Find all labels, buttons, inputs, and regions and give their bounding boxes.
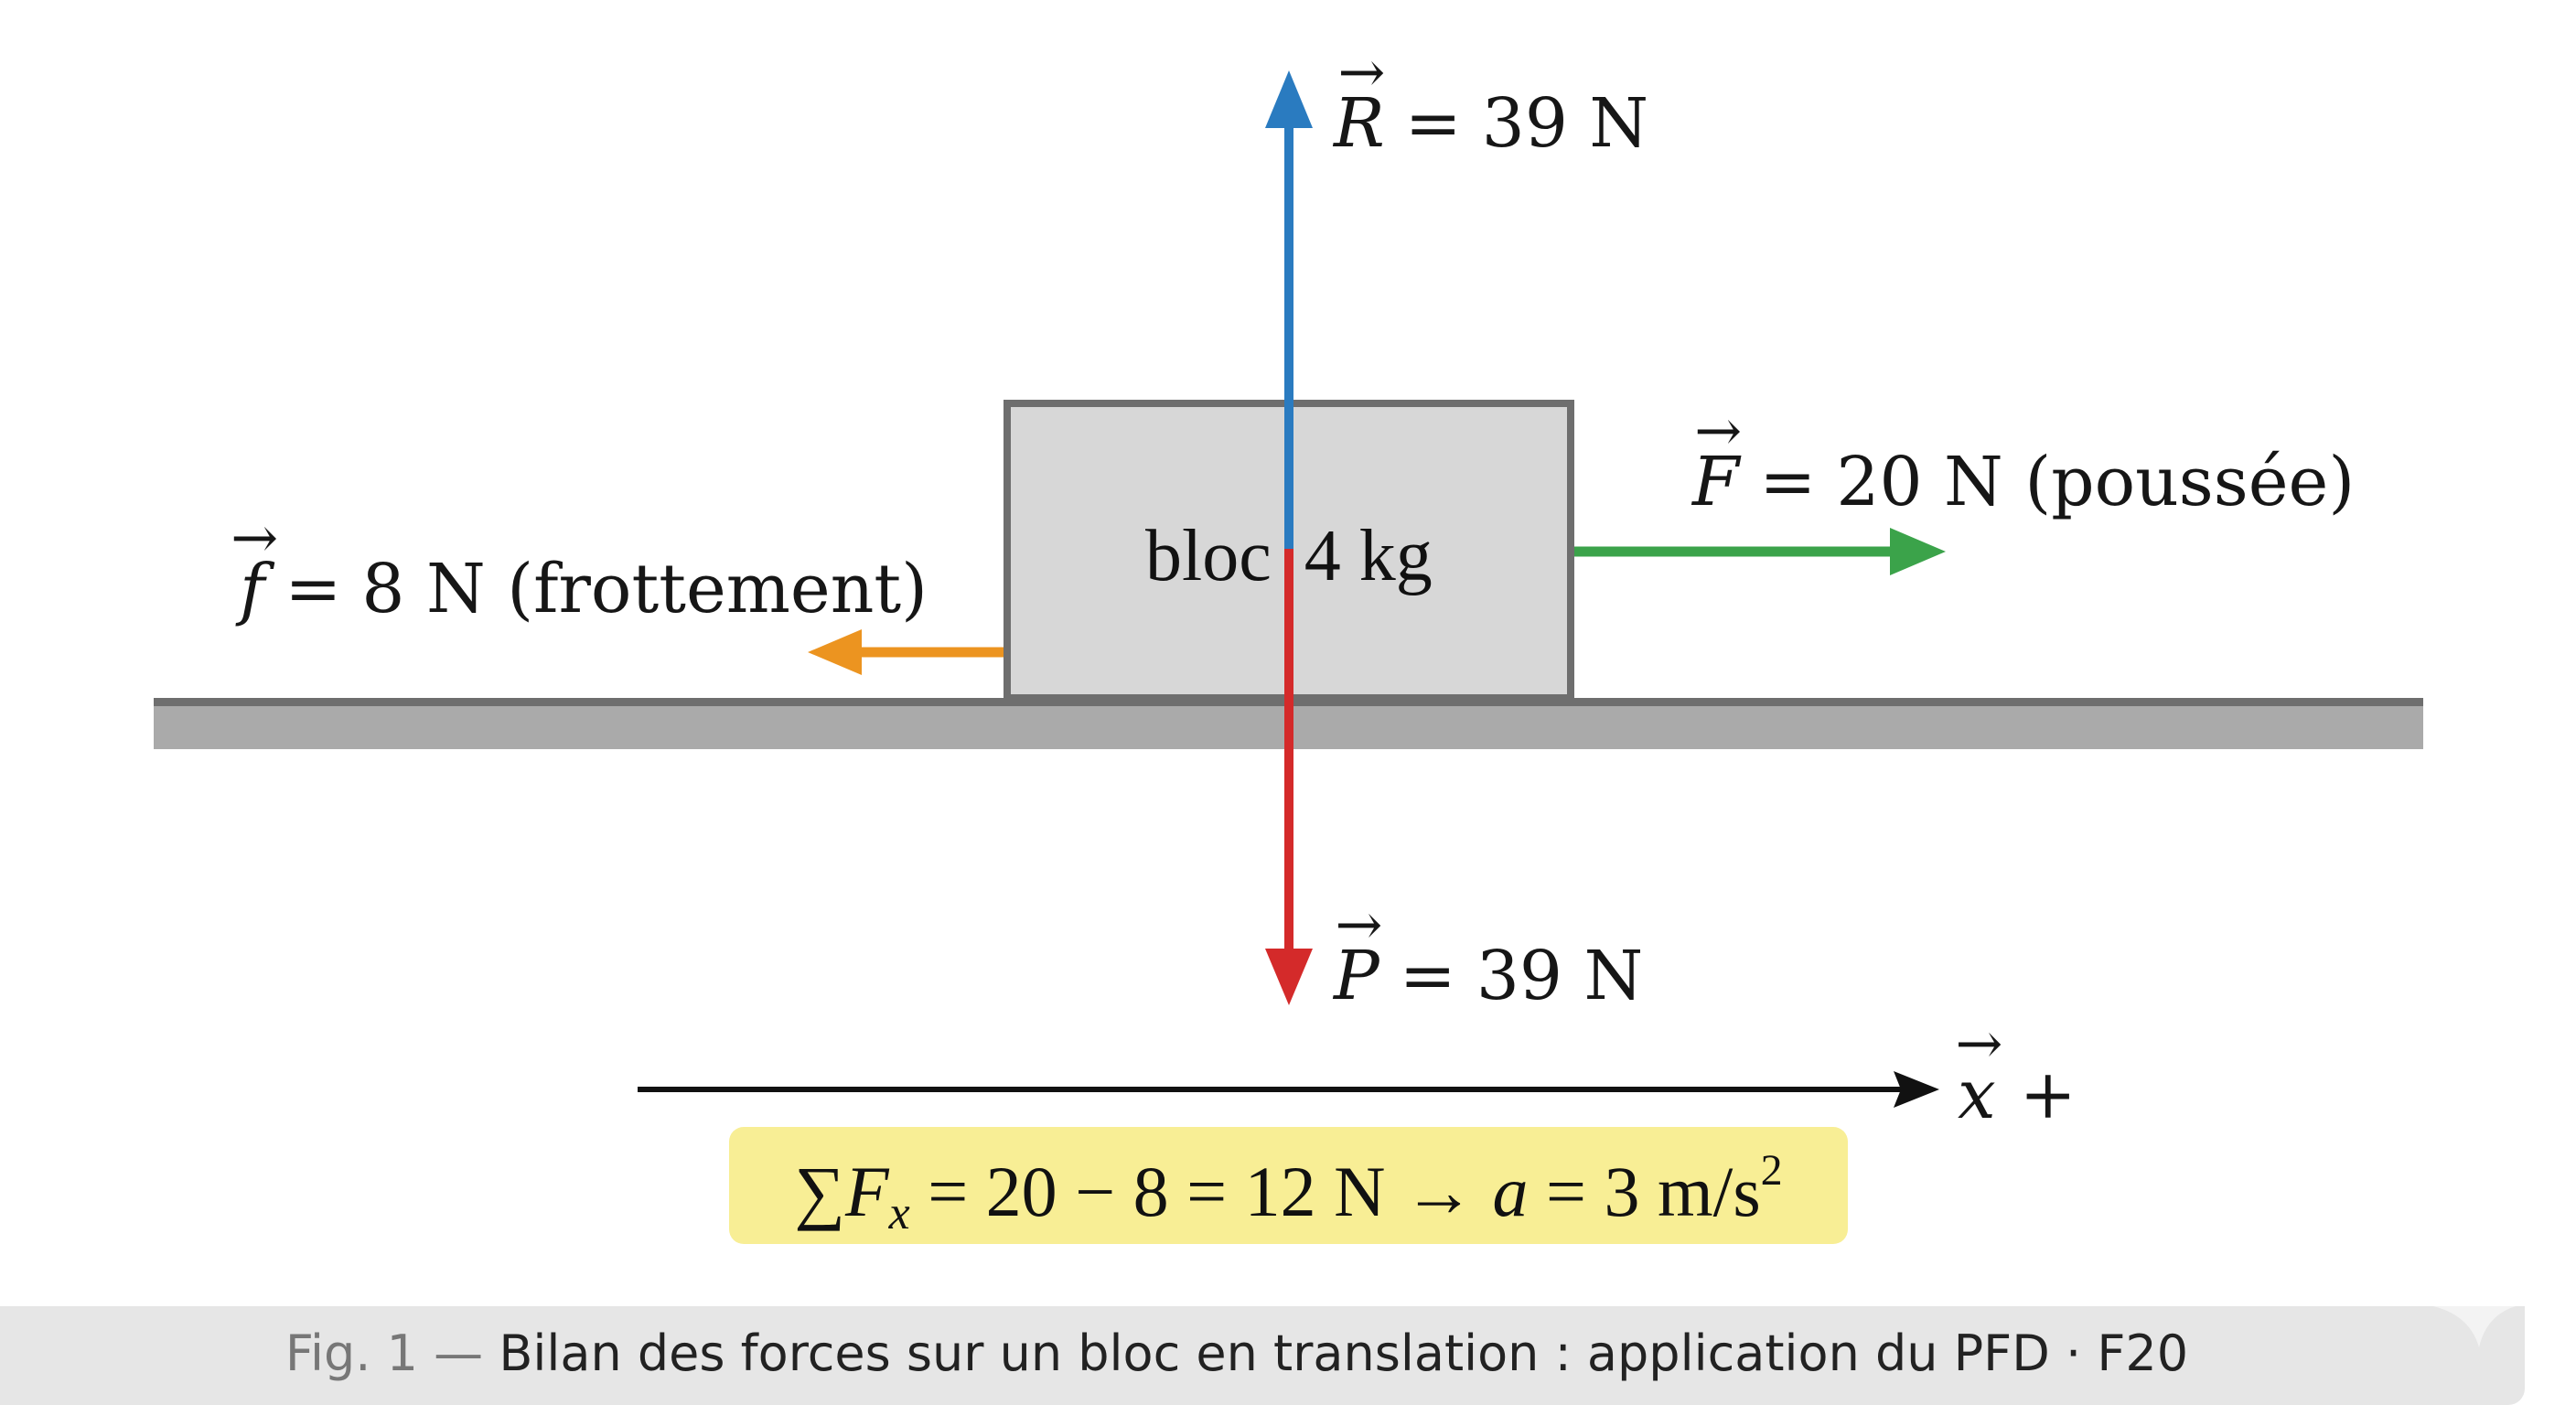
weight-label: P=39 N [1334, 942, 1643, 1010]
exponent: 2 [1760, 1146, 1783, 1195]
block-name: bloc [1145, 516, 1272, 596]
x-axis-sign: + [2019, 1056, 2077, 1134]
reaction-value: 39 N [1481, 84, 1649, 163]
equation: ∑Fx = 20 − 8 = 12 N → a = 3 m/s2 [729, 1149, 1848, 1238]
weight-arrow-head [1265, 949, 1313, 1005]
friction-note: (frottement) [507, 550, 928, 628]
push-value: 20 N [1836, 443, 2003, 521]
caption-prefix: Fig. 1 — [284, 1325, 484, 1382]
friction-value: 8 N [361, 550, 486, 628]
push-label: F=20 N (poussée) [1692, 448, 2355, 516]
friction-label: f=8 N (frottement) [240, 555, 928, 623]
weight-symbol: P [1334, 942, 1379, 1010]
equation-body: = 20 − 8 = 12 N → [909, 1152, 1493, 1231]
acceleration-value: = 3 m/s [1528, 1152, 1761, 1231]
block-mass: 4 kg [1304, 516, 1433, 596]
x-axis-label: x+ [1958, 1061, 2077, 1129]
reaction-symbol: R [1334, 90, 1385, 157]
caption-bar: Fig. 1 — Bilan des forces sur un bloc en… [0, 1306, 2525, 1405]
acceleration-symbol: a [1492, 1152, 1529, 1231]
axis-subscript: x [888, 1187, 910, 1239]
x-axis-symbol: x [1958, 1061, 1996, 1129]
friction-symbol: f [240, 555, 264, 623]
equation-highlight: ∑Fx = 20 − 8 = 12 N → a = 3 m/s2 [729, 1127, 1848, 1244]
push-arrow-head [1890, 528, 1946, 575]
caption-text: Bilan des forces sur un bloc en translat… [499, 1325, 2189, 1382]
push-note: (poussée) [2024, 443, 2356, 521]
caption-notch-decoration [2433, 1306, 2516, 1347]
sum-symbol: ∑ [794, 1152, 845, 1231]
push-symbol: F [1692, 448, 1739, 516]
reaction-arrow-head [1265, 70, 1313, 128]
friction-arrow-head [808, 629, 862, 675]
figure-caption: Fig. 1 — Bilan des forces sur un bloc en… [0, 1325, 2474, 1382]
force-symbol: F [844, 1152, 889, 1231]
reaction-label: R=39 N [1334, 90, 1648, 157]
x-axis-arrow-head [1894, 1071, 1939, 1108]
weight-value: 39 N [1476, 937, 1644, 1015]
